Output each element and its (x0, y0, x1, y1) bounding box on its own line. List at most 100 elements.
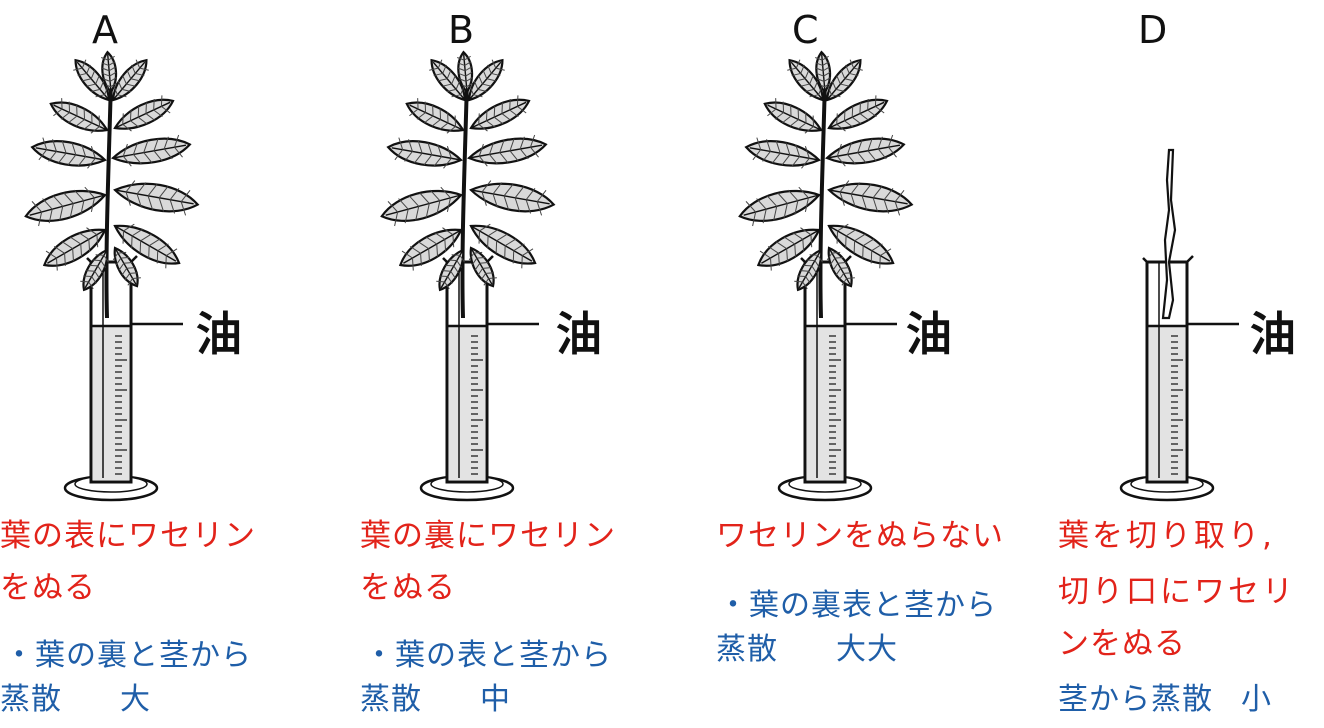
leaf-vein (867, 138, 873, 151)
leaf-vein (478, 143, 484, 157)
leaf-vein (424, 115, 434, 124)
leaf-vein (785, 142, 791, 156)
leaf-vein (446, 126, 456, 134)
leaf-vein (120, 256, 130, 259)
leaf-midrib (106, 54, 112, 93)
leaf-vein (786, 248, 788, 262)
leaf-vein (133, 154, 142, 165)
leaf-vein (432, 105, 434, 117)
leaf-vein (495, 240, 498, 254)
leaf-midrib (470, 247, 493, 285)
leaf-vein (509, 138, 515, 151)
leaf-vein (157, 243, 169, 252)
leaf-vein (840, 70, 846, 79)
result-prefix-d: 茎から蒸散 (1058, 682, 1213, 717)
leaf-vein (117, 80, 123, 90)
oil-label-a: 油 (196, 307, 242, 361)
leaf-vein (415, 206, 420, 221)
leaf-vein (486, 78, 496, 82)
leaf-vein (165, 255, 167, 269)
leaf-vein (478, 113, 480, 125)
leaf-vein (871, 243, 883, 252)
leaf-vein (61, 241, 73, 250)
leaf-vein (90, 70, 96, 79)
leaf-vein (161, 105, 171, 114)
leaf-vein (457, 67, 466, 72)
leaf-vein (804, 146, 810, 159)
plant-stem (104, 79, 113, 319)
result-prefix-c: 蒸散 (716, 632, 778, 667)
panel-label-b: B (448, 8, 475, 52)
leaf-midrib (761, 229, 820, 264)
leaf-vein (499, 152, 509, 163)
result-amount-a: 大 (120, 682, 151, 717)
condition-line-a-2: をぬる (0, 570, 96, 606)
leaf-vein (815, 57, 823, 61)
leaf-vein (90, 146, 96, 159)
leaf-vein (433, 72, 443, 77)
condition-line-c-1: ワセリンをぬらない (716, 518, 1004, 554)
leaf-vein (824, 82, 832, 88)
leaf-vein (809, 254, 818, 256)
leaf-vein (57, 152, 67, 164)
leaf-vein (83, 275, 92, 278)
leaf-vein (98, 115, 101, 127)
leaf-vein (417, 241, 429, 250)
condition-line-b-2: をぬる (360, 570, 456, 606)
leaf (457, 50, 474, 94)
leaf-vein (792, 231, 804, 240)
leaf-vein (78, 231, 90, 240)
leaf-vein (844, 78, 854, 82)
leaf-vein (482, 83, 492, 87)
leaf-vein (81, 59, 87, 69)
leaf-midrib (47, 229, 106, 264)
leaf-vein (117, 251, 127, 254)
leaf (468, 246, 497, 288)
leaf (398, 227, 463, 271)
leaf-vein (137, 116, 148, 125)
leaf-vein (38, 211, 43, 227)
leaf-vein (795, 59, 801, 69)
result-amount-b: 中 (480, 682, 511, 717)
leaf-vein (800, 64, 805, 74)
leaf-vein (122, 75, 127, 85)
leaf-vein (104, 86, 109, 95)
result-prefix-a: 蒸散 (0, 682, 62, 717)
leaf-vein (90, 197, 95, 212)
leaf-vein (812, 115, 815, 127)
leaf-vein (131, 235, 133, 249)
cylinder-lip (1142, 255, 1194, 263)
leaf-vein (471, 257, 478, 266)
leaf-vein (778, 253, 780, 266)
leaf (113, 223, 181, 269)
leaf-vein (841, 278, 848, 286)
leaf-vein (851, 116, 862, 125)
leaf-vein (67, 154, 77, 166)
leaf-vein (862, 245, 864, 259)
condition-line-b-1: 葉の裏にワセリン (360, 518, 616, 554)
leaf (827, 223, 895, 269)
leaf-vein (86, 83, 96, 87)
leaf-vein (82, 78, 92, 82)
leaf (386, 137, 463, 169)
leaf-vein (451, 94, 461, 98)
leaf-midrib (743, 194, 820, 216)
leaf-vein (854, 233, 866, 242)
leaf-vein (894, 189, 905, 202)
leaf-vein (482, 267, 492, 269)
leaf-vein (846, 277, 855, 279)
leaf-vein (775, 140, 781, 154)
leaf-vein (456, 260, 462, 268)
leaf-vein (139, 240, 142, 254)
leaf-vein (481, 191, 487, 206)
plant-group (1119, 148, 1239, 502)
panel-d: D 油 葉を切り取り, 切り口にワセリ ンをぬる 茎から蒸散小 (0, 0, 1296, 724)
leaf-vein (870, 250, 873, 264)
leaf-vein (756, 198, 767, 210)
leaf-vein (452, 234, 455, 248)
leaf (405, 98, 465, 134)
leaf-vein (847, 154, 856, 165)
leaf (110, 134, 192, 167)
leaf-vein (113, 86, 118, 95)
leaf-vein (466, 82, 474, 88)
